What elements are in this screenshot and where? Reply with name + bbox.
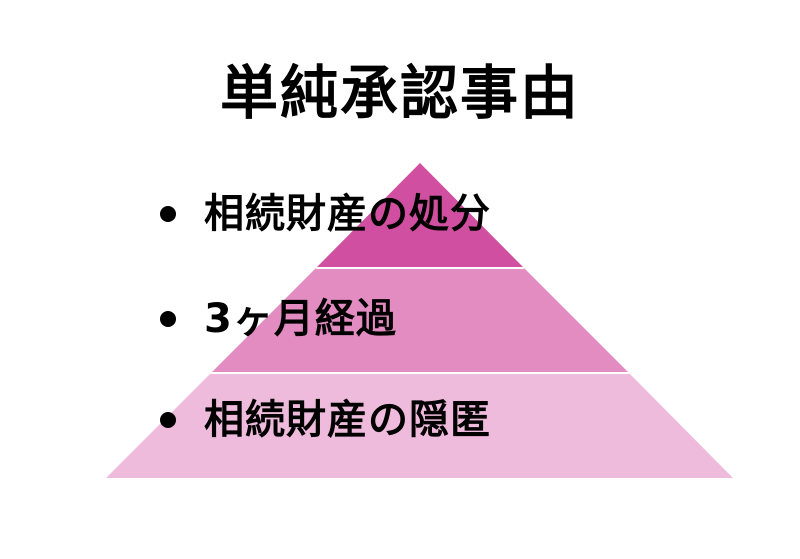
pyramid-tier-top — [316, 163, 524, 268]
bullet-label: 3ヶ月経過 — [204, 296, 397, 342]
pyramid-tier-bottom — [106, 373, 733, 478]
slide-title: 単純承認事由 — [219, 59, 580, 127]
bullet-label: 相続財産の隠匿 — [204, 397, 491, 443]
pyramid-tier-middle — [211, 268, 629, 373]
bullet-item: 相続財産の隠匿 — [160, 390, 491, 450]
bullet-dot-icon — [160, 311, 176, 327]
bullet-item: 相続財産の処分 — [160, 184, 491, 244]
bullet-dot-icon — [160, 412, 176, 428]
bullet-dot-icon — [160, 206, 176, 222]
bullet-label: 相続財産の処分 — [204, 191, 491, 237]
bullet-item: 3ヶ月経過 — [160, 289, 397, 349]
